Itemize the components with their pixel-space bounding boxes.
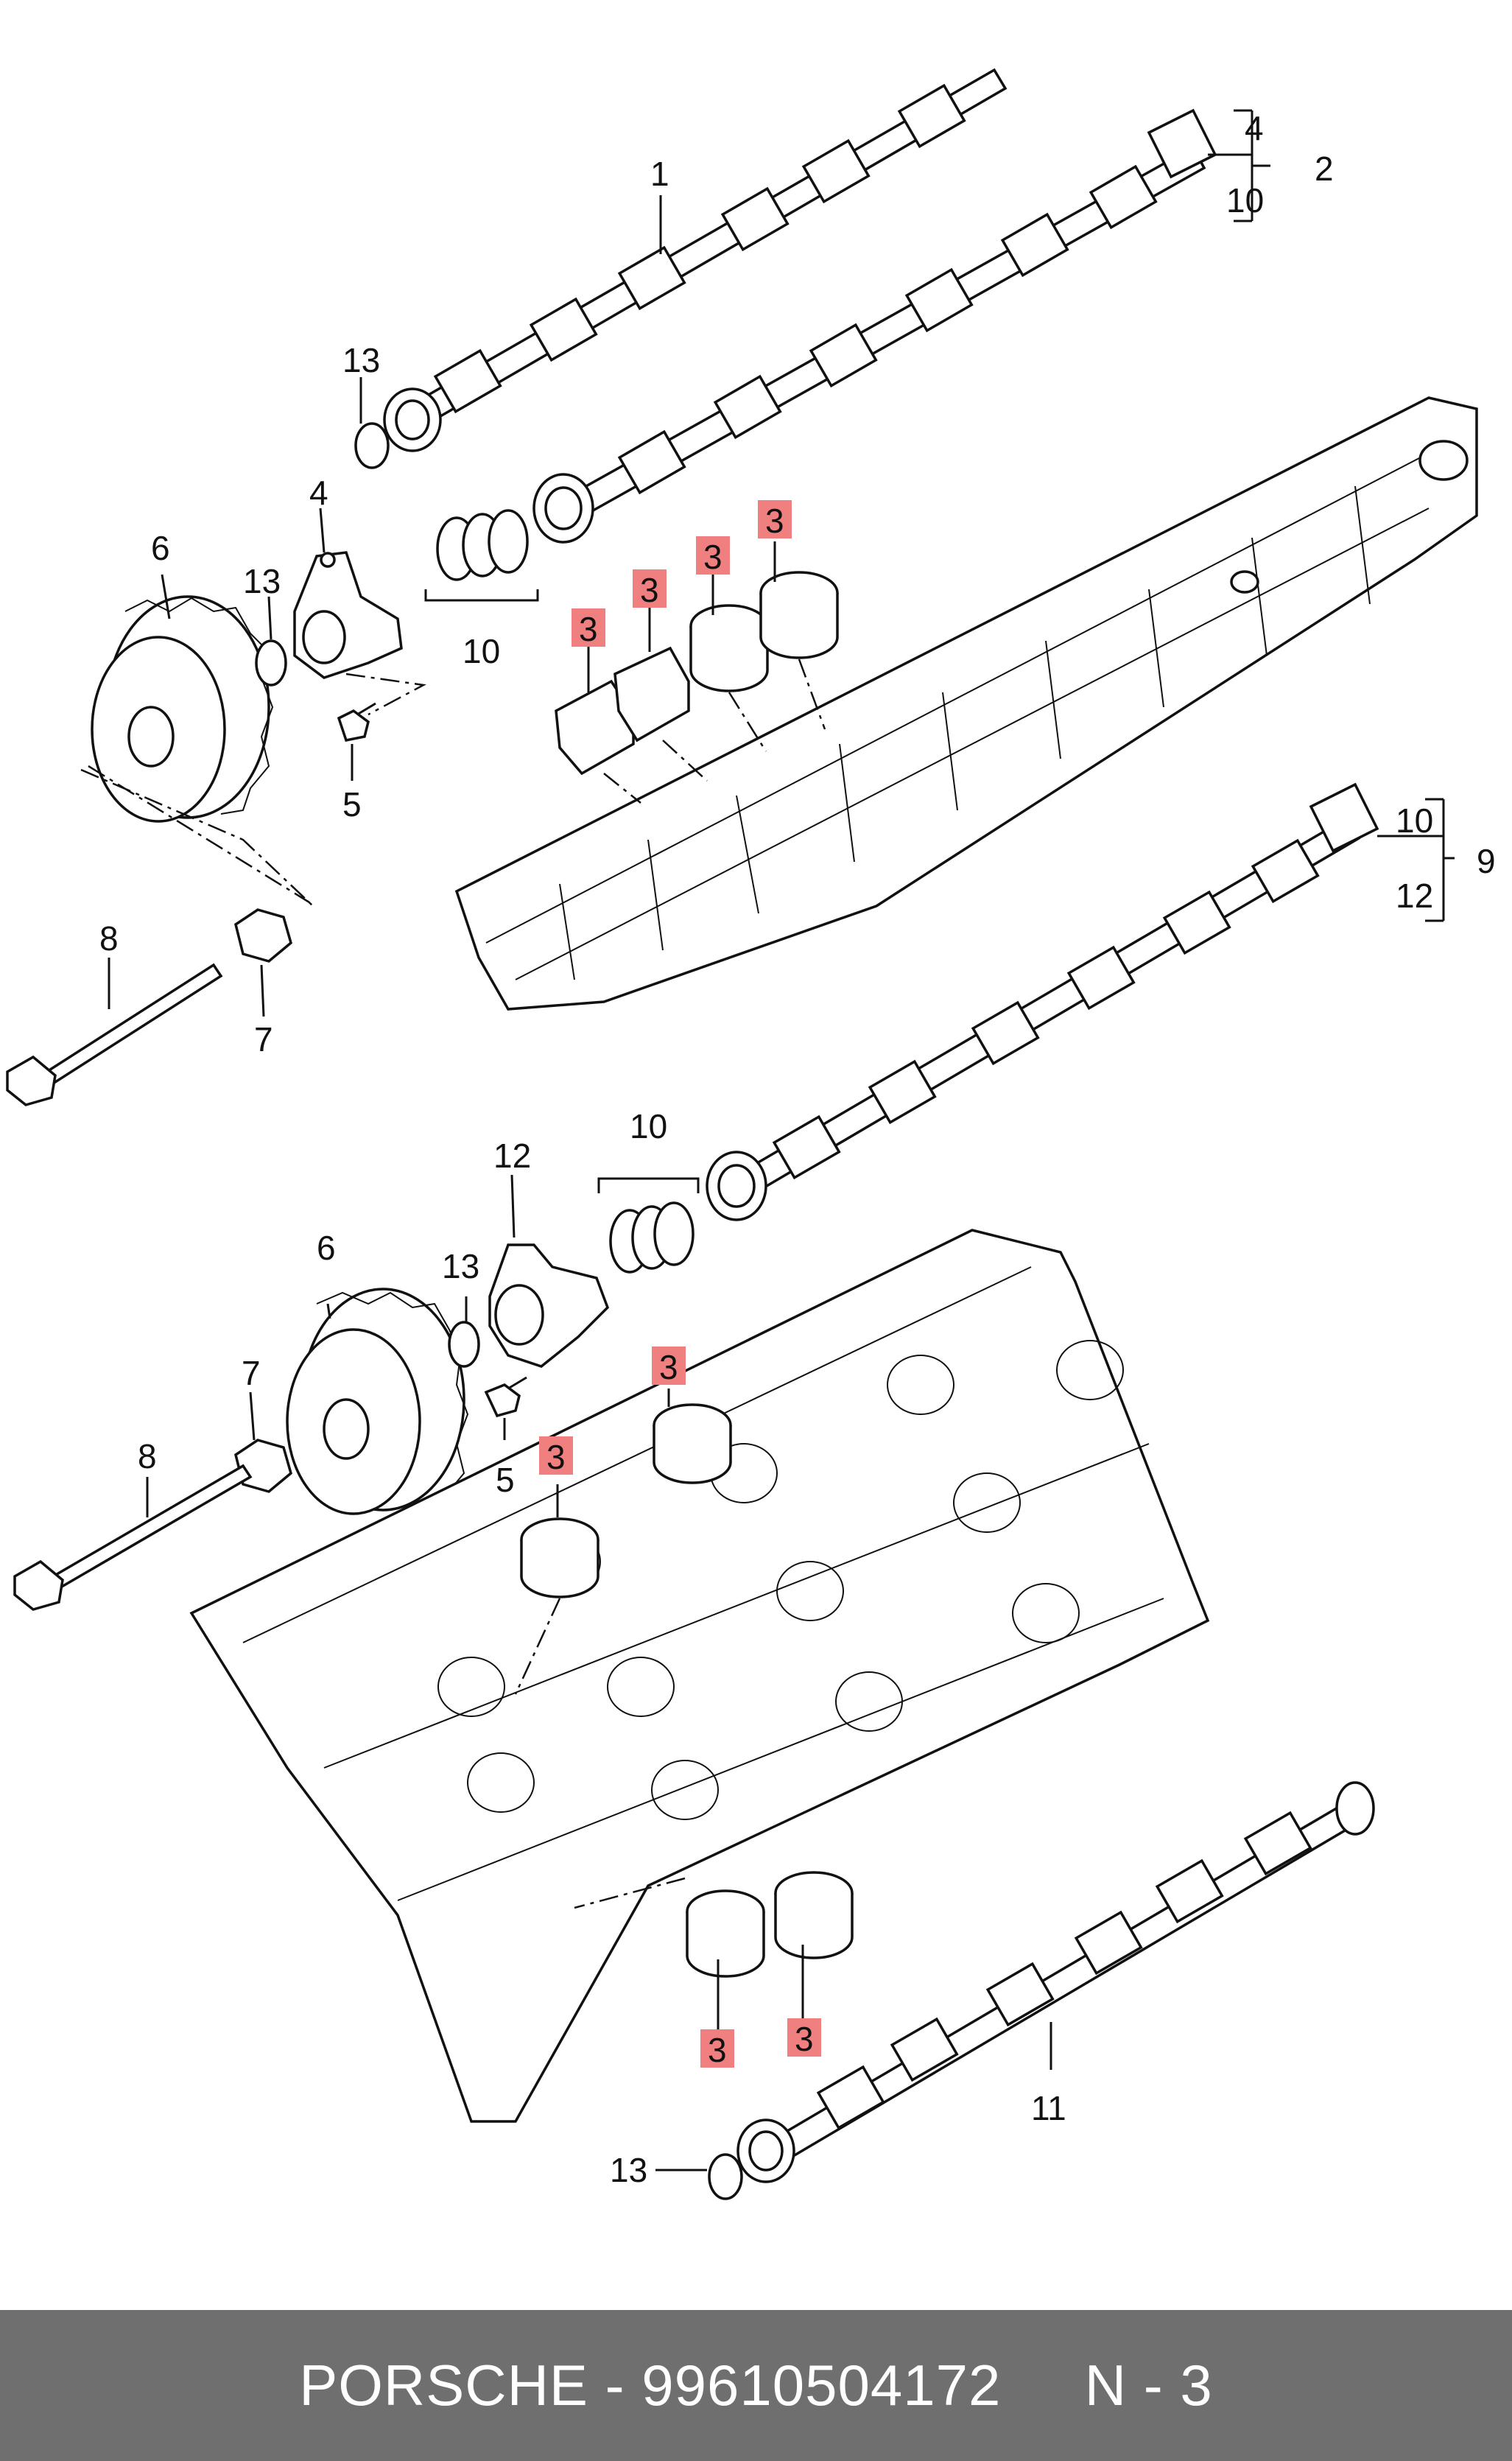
bolt-8-lower: [13, 1464, 253, 1611]
camshaft-1: [383, 68, 1008, 452]
callout-3-d: 3: [765, 502, 784, 540]
bracket-4: [293, 551, 403, 679]
nut-7-upper: [234, 908, 292, 963]
callout-10-b: 10: [463, 632, 500, 670]
seal-rings-10-middle: [609, 1201, 695, 1274]
callout-12-b: 12: [493, 1137, 531, 1175]
camshaft-9: [706, 782, 1379, 1221]
callout-4-b: 4: [309, 474, 328, 512]
callout-1: 1: [650, 155, 669, 193]
callout-3-a: 3: [579, 610, 598, 648]
seal-ring-13-b: [255, 639, 287, 687]
callout-7-a: 7: [254, 1020, 273, 1059]
callout-5-a: 5: [342, 785, 362, 824]
callout-7-b: 7: [242, 1354, 261, 1392]
bolt-5-upper: [337, 702, 376, 742]
seal-ring-13-c: [448, 1321, 480, 1368]
callout-3-g: 3: [708, 2031, 727, 2069]
callout-3-e: 3: [659, 1348, 678, 1386]
tappets-3-upper: [555, 571, 839, 776]
callout-3-f: 3: [546, 1438, 566, 1476]
sprocket-6-lower: [286, 1288, 469, 1518]
callout-labels: 1 2 4 10 13 6 13 4 10 5 8 7 3 3 3 3 10 9…: [99, 109, 1496, 2189]
callout-3-c: 3: [703, 538, 722, 576]
callout-12-a: 12: [1396, 877, 1433, 915]
bolt-8-upper: [6, 963, 223, 1106]
callout-13-b: 13: [243, 562, 281, 600]
callout-13-a: 13: [342, 341, 380, 379]
seal-ring-13-d: [708, 2153, 743, 2200]
callout-4-a: 4: [1245, 109, 1264, 147]
callout-6-a: 6: [151, 529, 170, 567]
footer-part-number: PORSCHE - 99610504172 N - 3: [299, 2353, 1213, 2418]
callout-3-b: 3: [640, 571, 659, 609]
callout-5-b: 5: [496, 1461, 515, 1499]
seal-ring-13: [354, 422, 390, 469]
callout-8-a: 8: [99, 919, 119, 958]
callout-10-d: 10: [630, 1107, 667, 1145]
callout-10-c: 10: [1396, 801, 1433, 840]
sprocket-6-upper: [91, 595, 274, 823]
cylinder-head-lower: [189, 1229, 1210, 2123]
footer-bar: PORSCHE - 99610504172 N - 3: [0, 2310, 1512, 2461]
camshaft-2: [532, 108, 1217, 544]
bracket-12: [488, 1243, 610, 1368]
callout-8-b: 8: [138, 1437, 157, 1475]
callout-6-b: 6: [317, 1229, 336, 1267]
cylinder-head-upper: [454, 396, 1478, 1011]
callout-2: 2: [1315, 150, 1334, 188]
callout-9: 9: [1477, 842, 1496, 880]
camshaft-11: [736, 1781, 1375, 2183]
exploded-parts-diagram: 1 2 4 10 13 6 13 4 10 5 8 7 3 3 3 3 10 9…: [6, 68, 1496, 2200]
callout-3-h: 3: [795, 2020, 814, 2058]
seal-rings-10-upper: [436, 509, 529, 581]
bolt-5-lower: [484, 1376, 527, 1418]
leader-lines: [108, 109, 1455, 2172]
callout-13-c: 13: [442, 1247, 479, 1285]
highlight-boxes: [539, 500, 821, 2068]
tappets-3-lower: [520, 1403, 854, 1978]
callout-13-d: 13: [610, 2151, 647, 2189]
callout-11: 11: [1031, 2089, 1066, 2127]
callout-10-a: 10: [1226, 181, 1264, 220]
